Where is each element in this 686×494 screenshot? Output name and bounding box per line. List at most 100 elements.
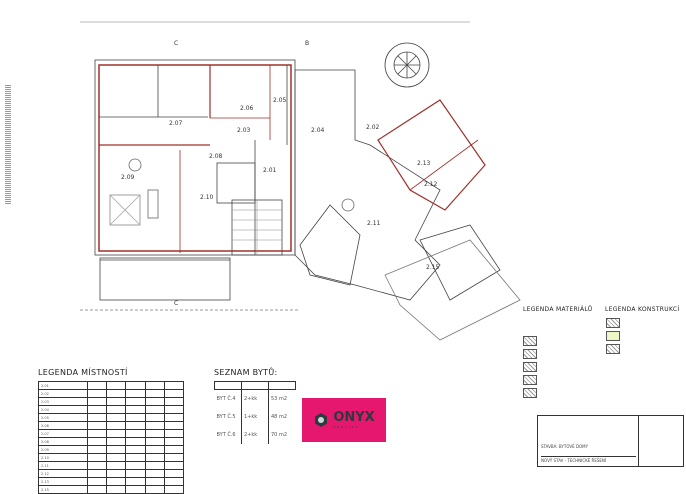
room-legend-cell [125, 485, 146, 494]
legend-swatch [523, 375, 537, 385]
room-legend-cell [87, 485, 108, 494]
room-label: 2.07 [169, 120, 183, 127]
room-legend-cell [106, 421, 127, 430]
floor-plan: C B C 2.01 2.02 2.03 2.04 2.05 2.06 2.07… [5, 21, 521, 341]
room-number: 2.15 [37, 485, 89, 494]
room-legend-cell [87, 429, 108, 438]
room-legend-cell [106, 477, 127, 486]
room-label: 2.12 [424, 181, 438, 188]
room-legend-cell [163, 469, 185, 478]
room-legend-cell [87, 437, 108, 446]
room-legend-row: 2.15 [37, 485, 185, 494]
room-legend-row: 2.10 [37, 453, 185, 462]
room-legend-cell [144, 413, 165, 422]
room-legend-row: 2.07 [37, 429, 185, 438]
room-legend-cell [87, 381, 108, 390]
room-number: 2.06 [37, 421, 89, 430]
room-legend-row: 2.05 [37, 413, 185, 422]
room-legend-cell [144, 461, 165, 470]
legend-swatch [523, 362, 537, 372]
room-legend-cell [106, 389, 127, 398]
room-legend-cell [144, 445, 165, 454]
legend-swatch [523, 349, 537, 359]
room-label: 2.10 [200, 194, 214, 201]
room-label: 2.04 [311, 127, 325, 134]
room-number: 2.03 [37, 397, 89, 406]
room-legend-row: 2.01 [37, 381, 185, 390]
apartment-type: 1+kk [241, 408, 269, 426]
title-block: STAVBA: BYTOVÉ DOMY NOVÝ STAV - TECHNICK… [537, 415, 684, 467]
room-label: 2.09 [121, 174, 135, 181]
room-number: 2.13 [37, 477, 89, 486]
room-legend-cell [125, 389, 146, 398]
legend-swatch [606, 318, 620, 328]
room-label: 2.15 [426, 264, 440, 271]
room-legend-cell [144, 429, 165, 438]
room-legend-row: 2.12 [37, 469, 185, 478]
room-legend-cell [125, 445, 146, 454]
room-legend-cell [163, 461, 185, 470]
room-legend-cell [144, 469, 165, 478]
apartment-type: 2+kk [241, 426, 269, 444]
room-legend-cell [87, 389, 108, 398]
legend-swatch [523, 388, 537, 398]
section-mark-b: B [305, 40, 309, 47]
room-legend-cell [106, 485, 127, 494]
room-legend-cell [163, 421, 185, 430]
room-number: 2.02 [37, 389, 89, 398]
section-mark-c-bottom: C [174, 300, 178, 307]
room-legend-cell [106, 437, 127, 446]
room-legend-cell [106, 445, 127, 454]
apartment-name: BYT Č.4 [214, 389, 242, 408]
room-legend-cell [87, 445, 108, 454]
room-legend-row: 2.03 [37, 397, 185, 406]
room-legend-cell [163, 381, 185, 390]
room-legend-cell [87, 421, 108, 430]
room-legend-row: 2.13 [37, 477, 185, 486]
room-label: 2.06 [240, 105, 254, 112]
logo-subtext: REALITY [333, 425, 360, 429]
room-legend-cell [163, 485, 185, 494]
room-legend-cell [144, 397, 165, 406]
room-label: 2.03 [237, 127, 251, 134]
room-legend-cell [125, 421, 146, 430]
room-legend-row: 2.02 [37, 389, 185, 398]
apartment-area: 70 m2 [271, 432, 288, 438]
room-number: 2.10 [37, 453, 89, 462]
room-number: 2.07 [37, 429, 89, 438]
room-legend-cell [163, 453, 185, 462]
room-legend-cell [106, 461, 127, 470]
construction-legend-title: LEGENDA KONSTRUKCÍ [605, 306, 680, 313]
room-legend-cell [87, 405, 108, 414]
room-label: 2.05 [273, 97, 287, 104]
legend-swatch [606, 344, 620, 354]
room-number: 2.11 [37, 461, 89, 470]
legend-swatch [523, 336, 537, 346]
logo-text: ONYX [333, 410, 375, 425]
room-legend-cell [144, 389, 165, 398]
room-legend-row: 2.08 [37, 437, 185, 446]
room-legend-row: 2.09 [37, 445, 185, 454]
room-legend-cell [125, 437, 146, 446]
room-legend-cell [144, 453, 165, 462]
room-legend-cell [87, 413, 108, 422]
room-number: 2.12 [37, 469, 89, 478]
room-label: 2.01 [263, 167, 277, 174]
logo-wordmark: ONYX REALITY [333, 410, 375, 430]
room-legend-cell [106, 381, 127, 390]
room-legend-cell [125, 413, 146, 422]
room-legend-cell [87, 397, 108, 406]
room-legend-cell [87, 461, 108, 470]
legend-swatch [606, 331, 620, 341]
room-legend-cell [106, 453, 127, 462]
room-legend-row: 2.04 [37, 405, 185, 414]
section-mark-c-top: C [174, 40, 178, 47]
room-legend-cell [144, 437, 165, 446]
room-number: 2.09 [37, 445, 89, 454]
room-legend-cell [163, 389, 185, 398]
apartment-name: BYT Č.5 [214, 408, 242, 426]
